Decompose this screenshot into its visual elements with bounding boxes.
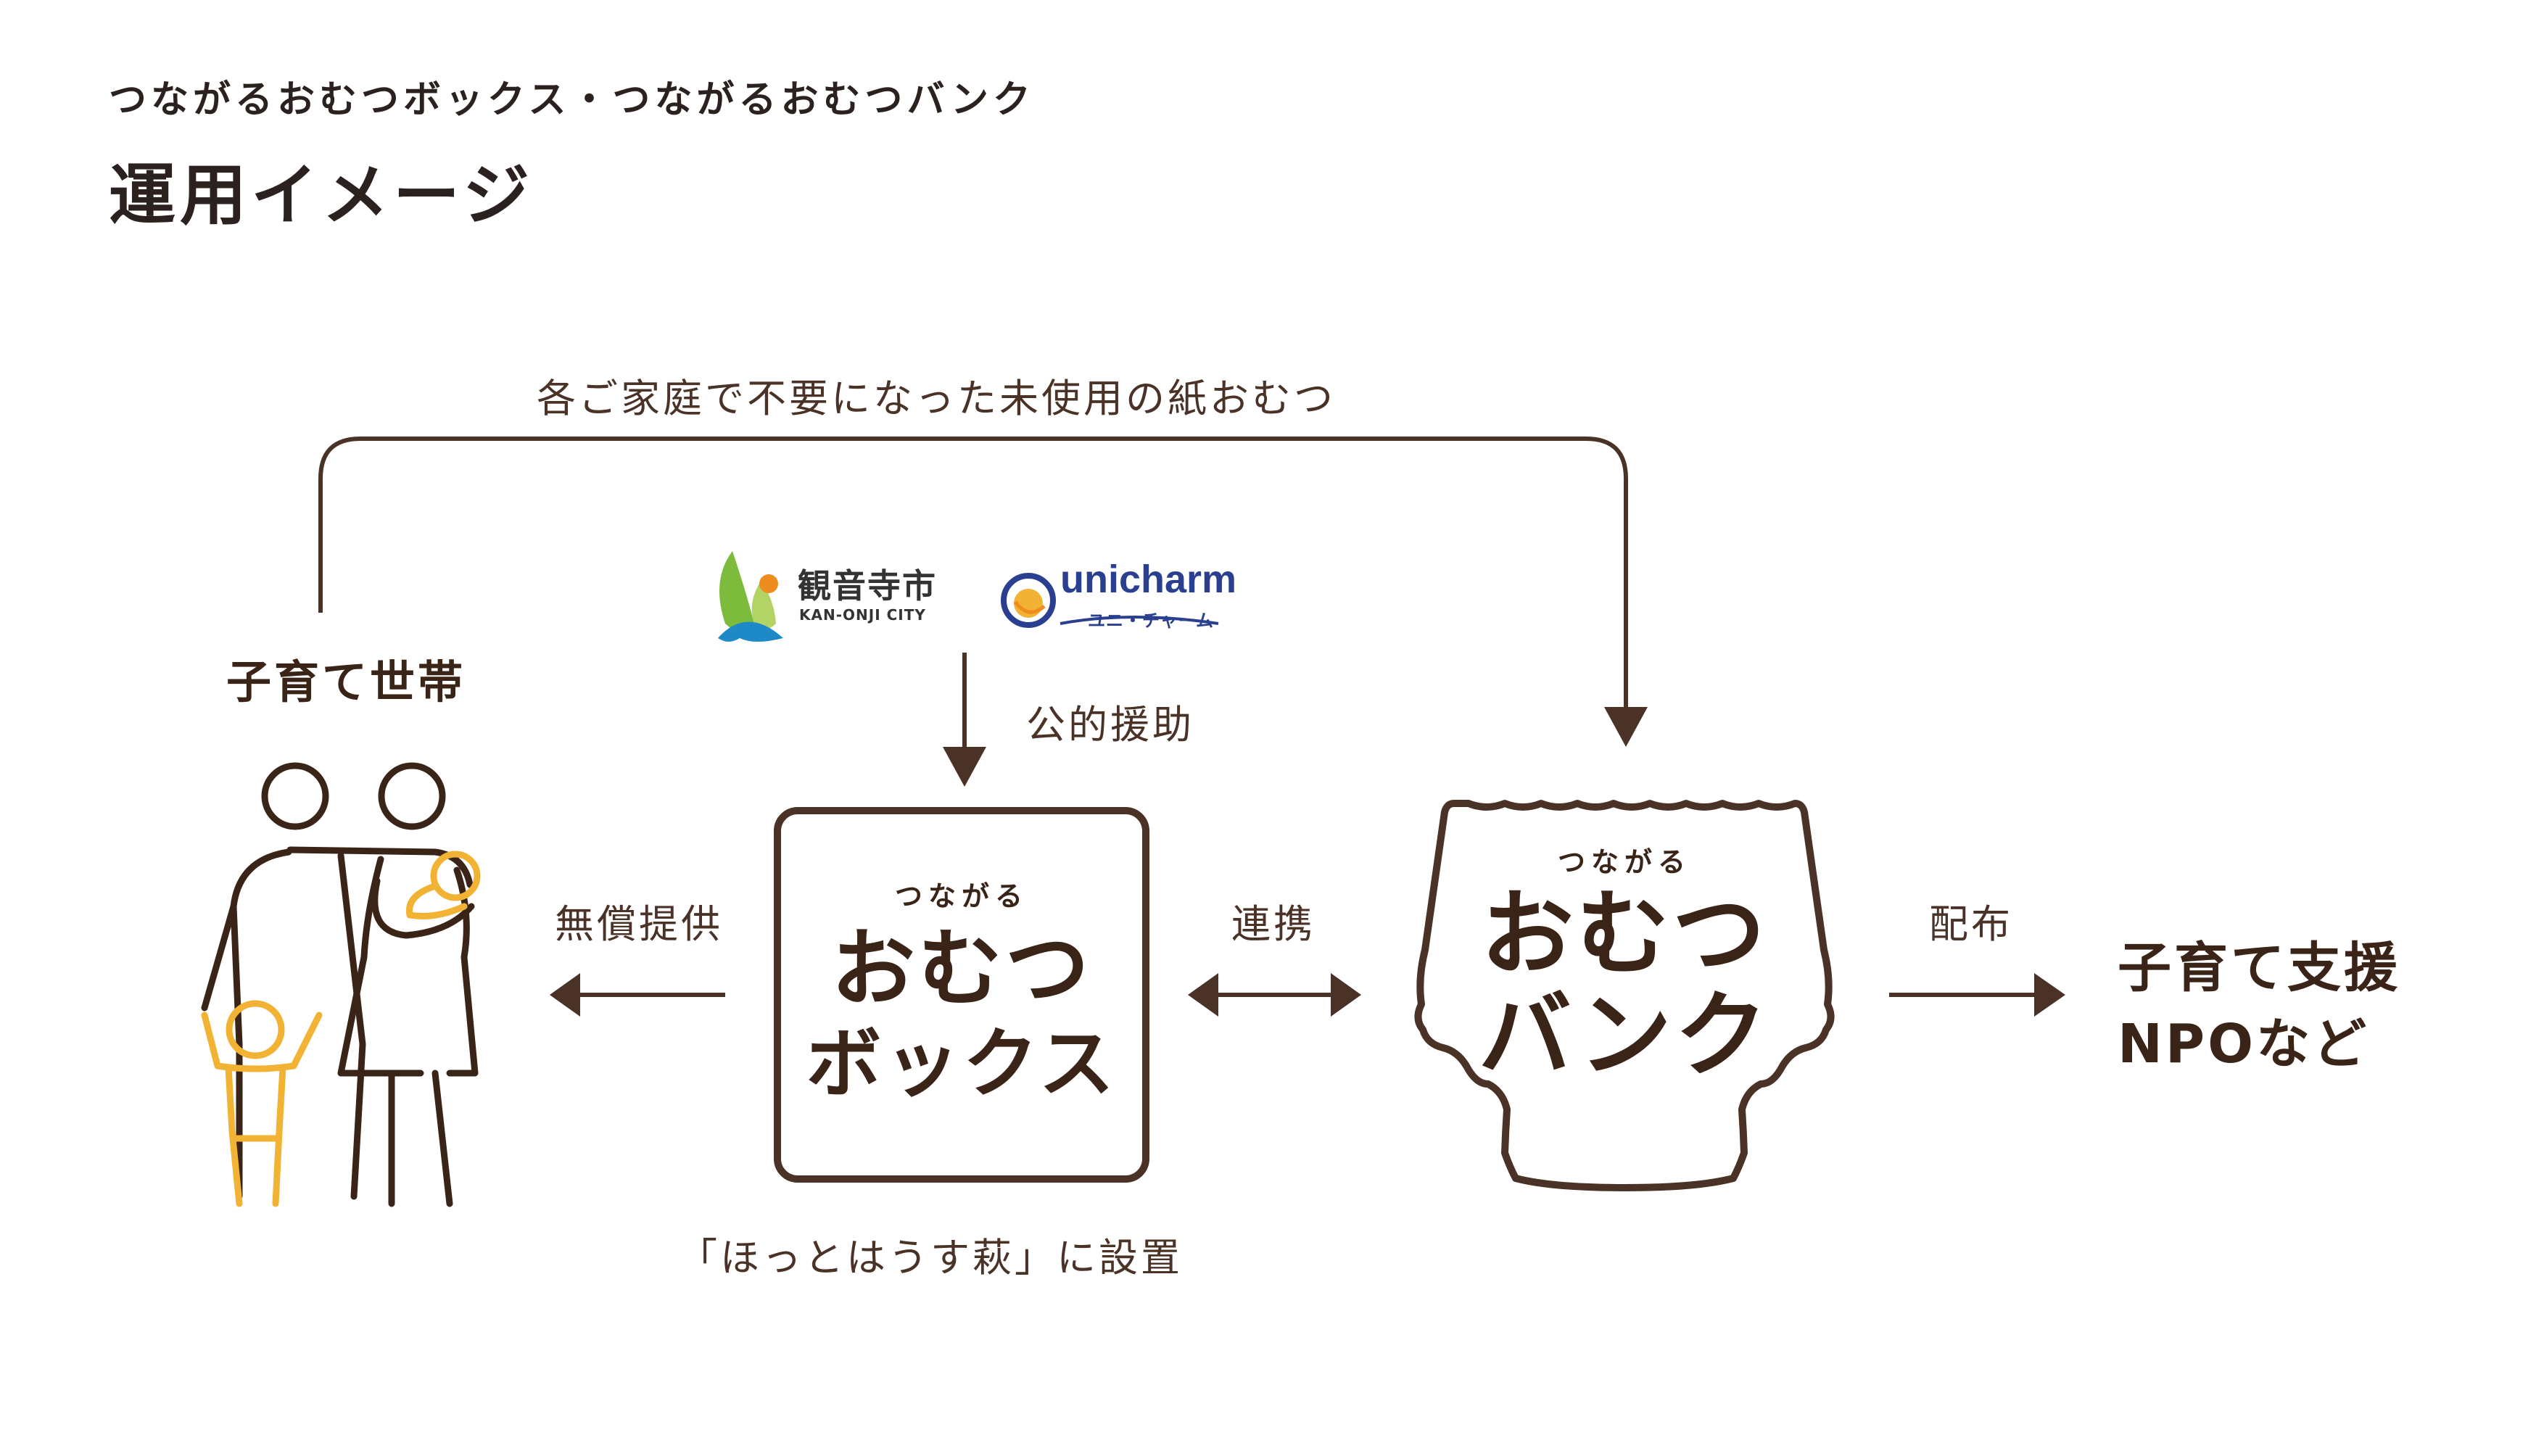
mother-body bbox=[337, 856, 479, 1207]
baby-body bbox=[405, 882, 468, 919]
page-subtitle: つながるおむつボックス・つながるおむつバンク bbox=[109, 78, 1036, 122]
cooperation-arrowhead-left bbox=[1188, 973, 1218, 1017]
omutsu-bank-logo: つながる おむつ バンク bbox=[1454, 840, 1795, 1087]
mother-head bbox=[378, 762, 446, 830]
child-head bbox=[226, 1000, 285, 1059]
omutsu-bank-small-label: つながる bbox=[1557, 846, 1691, 878]
support-label: 公的援助 bbox=[1026, 702, 1194, 748]
father-body bbox=[201, 848, 366, 1200]
free-provision-label: 無償提供 bbox=[555, 901, 723, 947]
support-arrowhead bbox=[943, 747, 986, 787]
father-arm bbox=[286, 846, 474, 888]
omutsu-bank-line1: おむつ bbox=[1480, 880, 1768, 988]
npo-label-line1: 子育て支援 bbox=[2118, 937, 2400, 999]
placement-label: 「ほっとはうす萩」に設置 bbox=[678, 1235, 1183, 1281]
free-provision-arrowhead bbox=[550, 973, 580, 1017]
cooperation-arrowhead-right bbox=[1331, 973, 1361, 1017]
omutsu-bank-line2: バンク bbox=[1478, 982, 1771, 1090]
baby-head bbox=[430, 851, 481, 901]
unicharm-logo-name: unicharm bbox=[1060, 558, 1237, 601]
page-title: 運用イメージ bbox=[109, 157, 534, 234]
distribution-label: 配布 bbox=[1929, 901, 2013, 947]
mother-arm bbox=[371, 877, 475, 939]
father-head bbox=[261, 762, 329, 830]
household-label: 子育て世帯 bbox=[226, 655, 466, 708]
top-flow-label: 各ご家庭で不要になった未使用の紙おむつ bbox=[537, 376, 1336, 421]
top-flow-line bbox=[318, 437, 1628, 707]
kanonji-logo-mark bbox=[718, 551, 783, 642]
distribution-arrowhead bbox=[2034, 973, 2065, 1017]
omutsu-bank-diaper-frame bbox=[1414, 800, 1835, 1191]
omutsu-box-line1: おむつ bbox=[831, 920, 1092, 1018]
omutsu-box-logo: つながる おむつ ボックス bbox=[777, 874, 1146, 1111]
unicharm-logo-mark bbox=[1001, 573, 1219, 628]
cooperation-label: 連携 bbox=[1231, 901, 1316, 947]
family-illustration bbox=[201, 762, 481, 1207]
kanonji-logo-name: 観音寺市 bbox=[798, 566, 937, 605]
omutsu-box-line2: ボックス bbox=[806, 1019, 1118, 1108]
top-flow-arrowhead bbox=[1604, 707, 1648, 747]
npo-label-line2: NPOなど bbox=[2118, 1013, 2370, 1075]
unicharm-logo-katakana: ユニ・チャーム bbox=[1088, 611, 1215, 631]
omutsu-box-frame bbox=[774, 807, 1149, 1183]
omutsu-box-small-label: つながる bbox=[894, 880, 1028, 912]
child-body bbox=[201, 1012, 323, 1207]
kanonji-logo-romaji: KAN-ONJI CITY bbox=[799, 606, 926, 624]
